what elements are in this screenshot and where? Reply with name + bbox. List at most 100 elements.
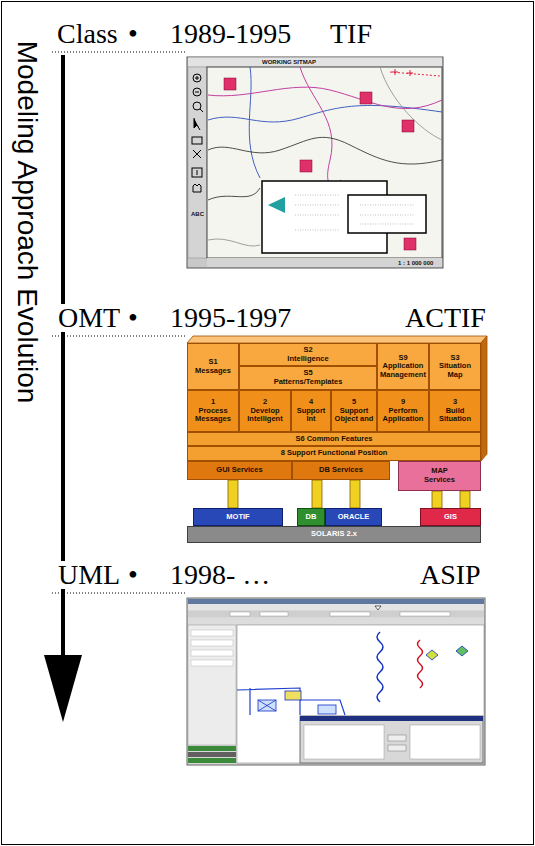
toolbar-icon bbox=[200, 109, 203, 112]
map-overlay bbox=[377, 632, 383, 702]
service-box: GUI Services bbox=[187, 461, 292, 480]
status-dialog bbox=[304, 725, 384, 759]
year-range: 1995-1997 bbox=[170, 304, 291, 332]
box-text: Intelligence bbox=[287, 355, 328, 364]
map-contours bbox=[208, 137, 442, 164]
modeling-approach: Class bbox=[55, 20, 120, 48]
tif-window bbox=[187, 57, 443, 268]
box-heading: S2 bbox=[303, 346, 312, 355]
box-heading: 9 bbox=[401, 398, 405, 407]
asip-window bbox=[188, 746, 236, 751]
platform-box: GIS bbox=[420, 508, 481, 526]
evolution-arrow-head bbox=[44, 655, 82, 722]
connector-post bbox=[228, 480, 238, 508]
box-text: DB Services bbox=[319, 466, 363, 475]
asip-window bbox=[188, 625, 236, 745]
asip-window bbox=[188, 599, 484, 604]
asip-window bbox=[260, 612, 288, 616]
connector-post bbox=[350, 480, 360, 508]
subsystem-box: S2Intelligence bbox=[239, 343, 377, 366]
unit-marker bbox=[360, 92, 372, 104]
unit-symbol bbox=[258, 646, 468, 714]
connector-post bbox=[432, 491, 442, 508]
map-contours bbox=[300, 67, 341, 185]
box-text: Perform Application bbox=[380, 407, 426, 424]
process-box: 5Support Object and bbox=[331, 390, 377, 432]
process-box: 2Develop Intelligent bbox=[239, 390, 291, 432]
toolbar-icon bbox=[193, 184, 201, 192]
toolbar-icon bbox=[192, 74, 203, 192]
service-box: DB Services bbox=[292, 461, 390, 480]
window-title: WORKING SITMAP bbox=[262, 59, 316, 65]
box-text: MOTIF bbox=[226, 513, 249, 522]
dotted-rule bbox=[52, 336, 185, 337]
box-text: GIS bbox=[444, 513, 457, 522]
asip-window bbox=[188, 758, 236, 763]
map-contours bbox=[208, 105, 442, 122]
popup-window bbox=[348, 195, 426, 233]
box-heading: S5 bbox=[303, 369, 312, 378]
box-text: S6 Common Features bbox=[295, 435, 372, 444]
box-top-face bbox=[187, 336, 487, 343]
subsystem-box: S1Messages bbox=[187, 343, 239, 390]
tif-window bbox=[188, 67, 207, 258]
platform-box: DB bbox=[297, 508, 325, 526]
map-overlay bbox=[237, 688, 345, 715]
toolbar-icon bbox=[193, 150, 201, 158]
unit-marker bbox=[300, 160, 312, 172]
modeling-approach: OMT bbox=[56, 304, 122, 332]
box-heading: 1 bbox=[211, 398, 215, 407]
map-contours bbox=[208, 87, 442, 108]
feature-band: 8 Support Functional Position bbox=[187, 446, 481, 461]
map-contours bbox=[390, 72, 440, 76]
toolbar-icon bbox=[194, 118, 200, 130]
box-text: Support Int bbox=[294, 407, 328, 424]
status-dialog bbox=[300, 716, 483, 763]
asip-window bbox=[188, 604, 484, 610]
toolbar-icon bbox=[192, 137, 202, 144]
popup-window bbox=[360, 215, 415, 216]
popup-window bbox=[360, 205, 415, 206]
box-heading: 4 bbox=[309, 398, 313, 407]
popup-window bbox=[295, 195, 415, 230]
map-contours bbox=[380, 67, 442, 140]
unit-marker bbox=[224, 78, 236, 90]
unit-symbol bbox=[426, 650, 438, 660]
box-text: Build Situation bbox=[432, 407, 478, 424]
subsystem-box: S5Patterns/Templates bbox=[239, 366, 377, 390]
toolbar-icon bbox=[197, 76, 198, 80]
process-box: 1Process Messages bbox=[187, 390, 239, 432]
toolbar-icon bbox=[193, 88, 201, 96]
box-heading: S1 bbox=[208, 358, 217, 367]
asip-window bbox=[188, 611, 484, 617]
box-text: 8 Support Functional Position bbox=[281, 449, 388, 458]
asip-window bbox=[191, 630, 233, 636]
dotted-rule bbox=[52, 52, 185, 53]
popup-window bbox=[295, 215, 340, 216]
platform-box: MOTIF bbox=[193, 508, 283, 526]
asip-window bbox=[188, 752, 236, 757]
toolbar-icon bbox=[193, 102, 201, 110]
box-text: Services bbox=[424, 476, 455, 485]
toolbar-icon bbox=[193, 150, 201, 158]
popup-window bbox=[295, 230, 340, 231]
asip-window bbox=[187, 598, 485, 765]
platform-box: ORACLE bbox=[325, 508, 382, 526]
box-text: SOLARIS 2.x bbox=[311, 530, 357, 539]
system-name: TIF bbox=[330, 20, 372, 48]
status-dialog bbox=[300, 716, 483, 763]
box-heading: MAP bbox=[431, 467, 448, 476]
box-text: DB bbox=[306, 513, 317, 522]
asip-window bbox=[400, 612, 450, 616]
box-text: GUI Services bbox=[216, 466, 262, 475]
box-text: Develop Intelligent bbox=[242, 407, 288, 424]
bullet: • bbox=[128, 20, 138, 48]
feature-band: S6 Common Features bbox=[187, 432, 481, 446]
asip-window bbox=[191, 650, 233, 656]
system-name: ASIP bbox=[420, 561, 481, 589]
status-dialog bbox=[410, 725, 480, 759]
map-contours bbox=[208, 188, 260, 200]
asip-window bbox=[230, 612, 250, 616]
